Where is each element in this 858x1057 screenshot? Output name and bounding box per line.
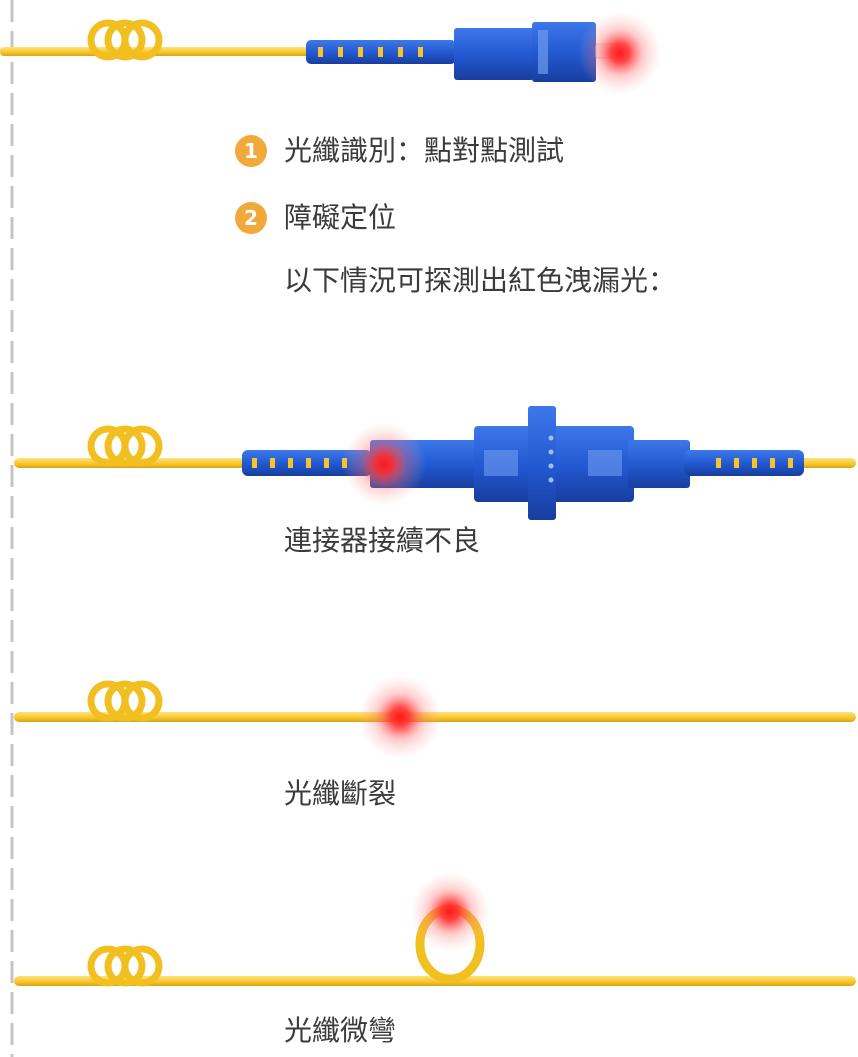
connector-coupling bbox=[14, 406, 856, 520]
laser-glow bbox=[358, 675, 442, 759]
connector-boot bbox=[306, 40, 456, 64]
fiber-break bbox=[14, 675, 856, 759]
fiber-end-connector bbox=[0, 11, 662, 95]
case-label-break: 光纖斷裂 bbox=[284, 777, 397, 810]
fiber-cable bbox=[790, 458, 856, 468]
case-label-connector: 連接器接續不良 bbox=[284, 524, 481, 557]
laser-glow bbox=[410, 872, 490, 952]
fiber-microbend bbox=[14, 872, 856, 987]
fiber-coil bbox=[87, 425, 163, 467]
connector-body bbox=[454, 28, 534, 80]
intro-text: 以下情況可探測出紅色洩漏光： bbox=[284, 264, 677, 297]
laser-glow bbox=[578, 11, 662, 95]
fiber-cable bbox=[0, 47, 320, 56]
step-badge-2: 2 bbox=[235, 202, 267, 234]
fiber-coil bbox=[87, 945, 163, 987]
step-label-fault-location: 障礙定位 bbox=[284, 201, 397, 234]
case-label-microbend: 光纖微彎 bbox=[284, 1014, 397, 1047]
fiber-coil bbox=[87, 680, 163, 722]
laser-glow bbox=[342, 422, 426, 506]
step-label-fiber-identification: 光纖識別：點對點測試 bbox=[284, 134, 565, 167]
step-badge-1: 1 bbox=[235, 135, 267, 167]
fiber-cable bbox=[14, 976, 856, 986]
adapter-flange bbox=[528, 406, 556, 520]
fiber-coil bbox=[87, 19, 163, 61]
